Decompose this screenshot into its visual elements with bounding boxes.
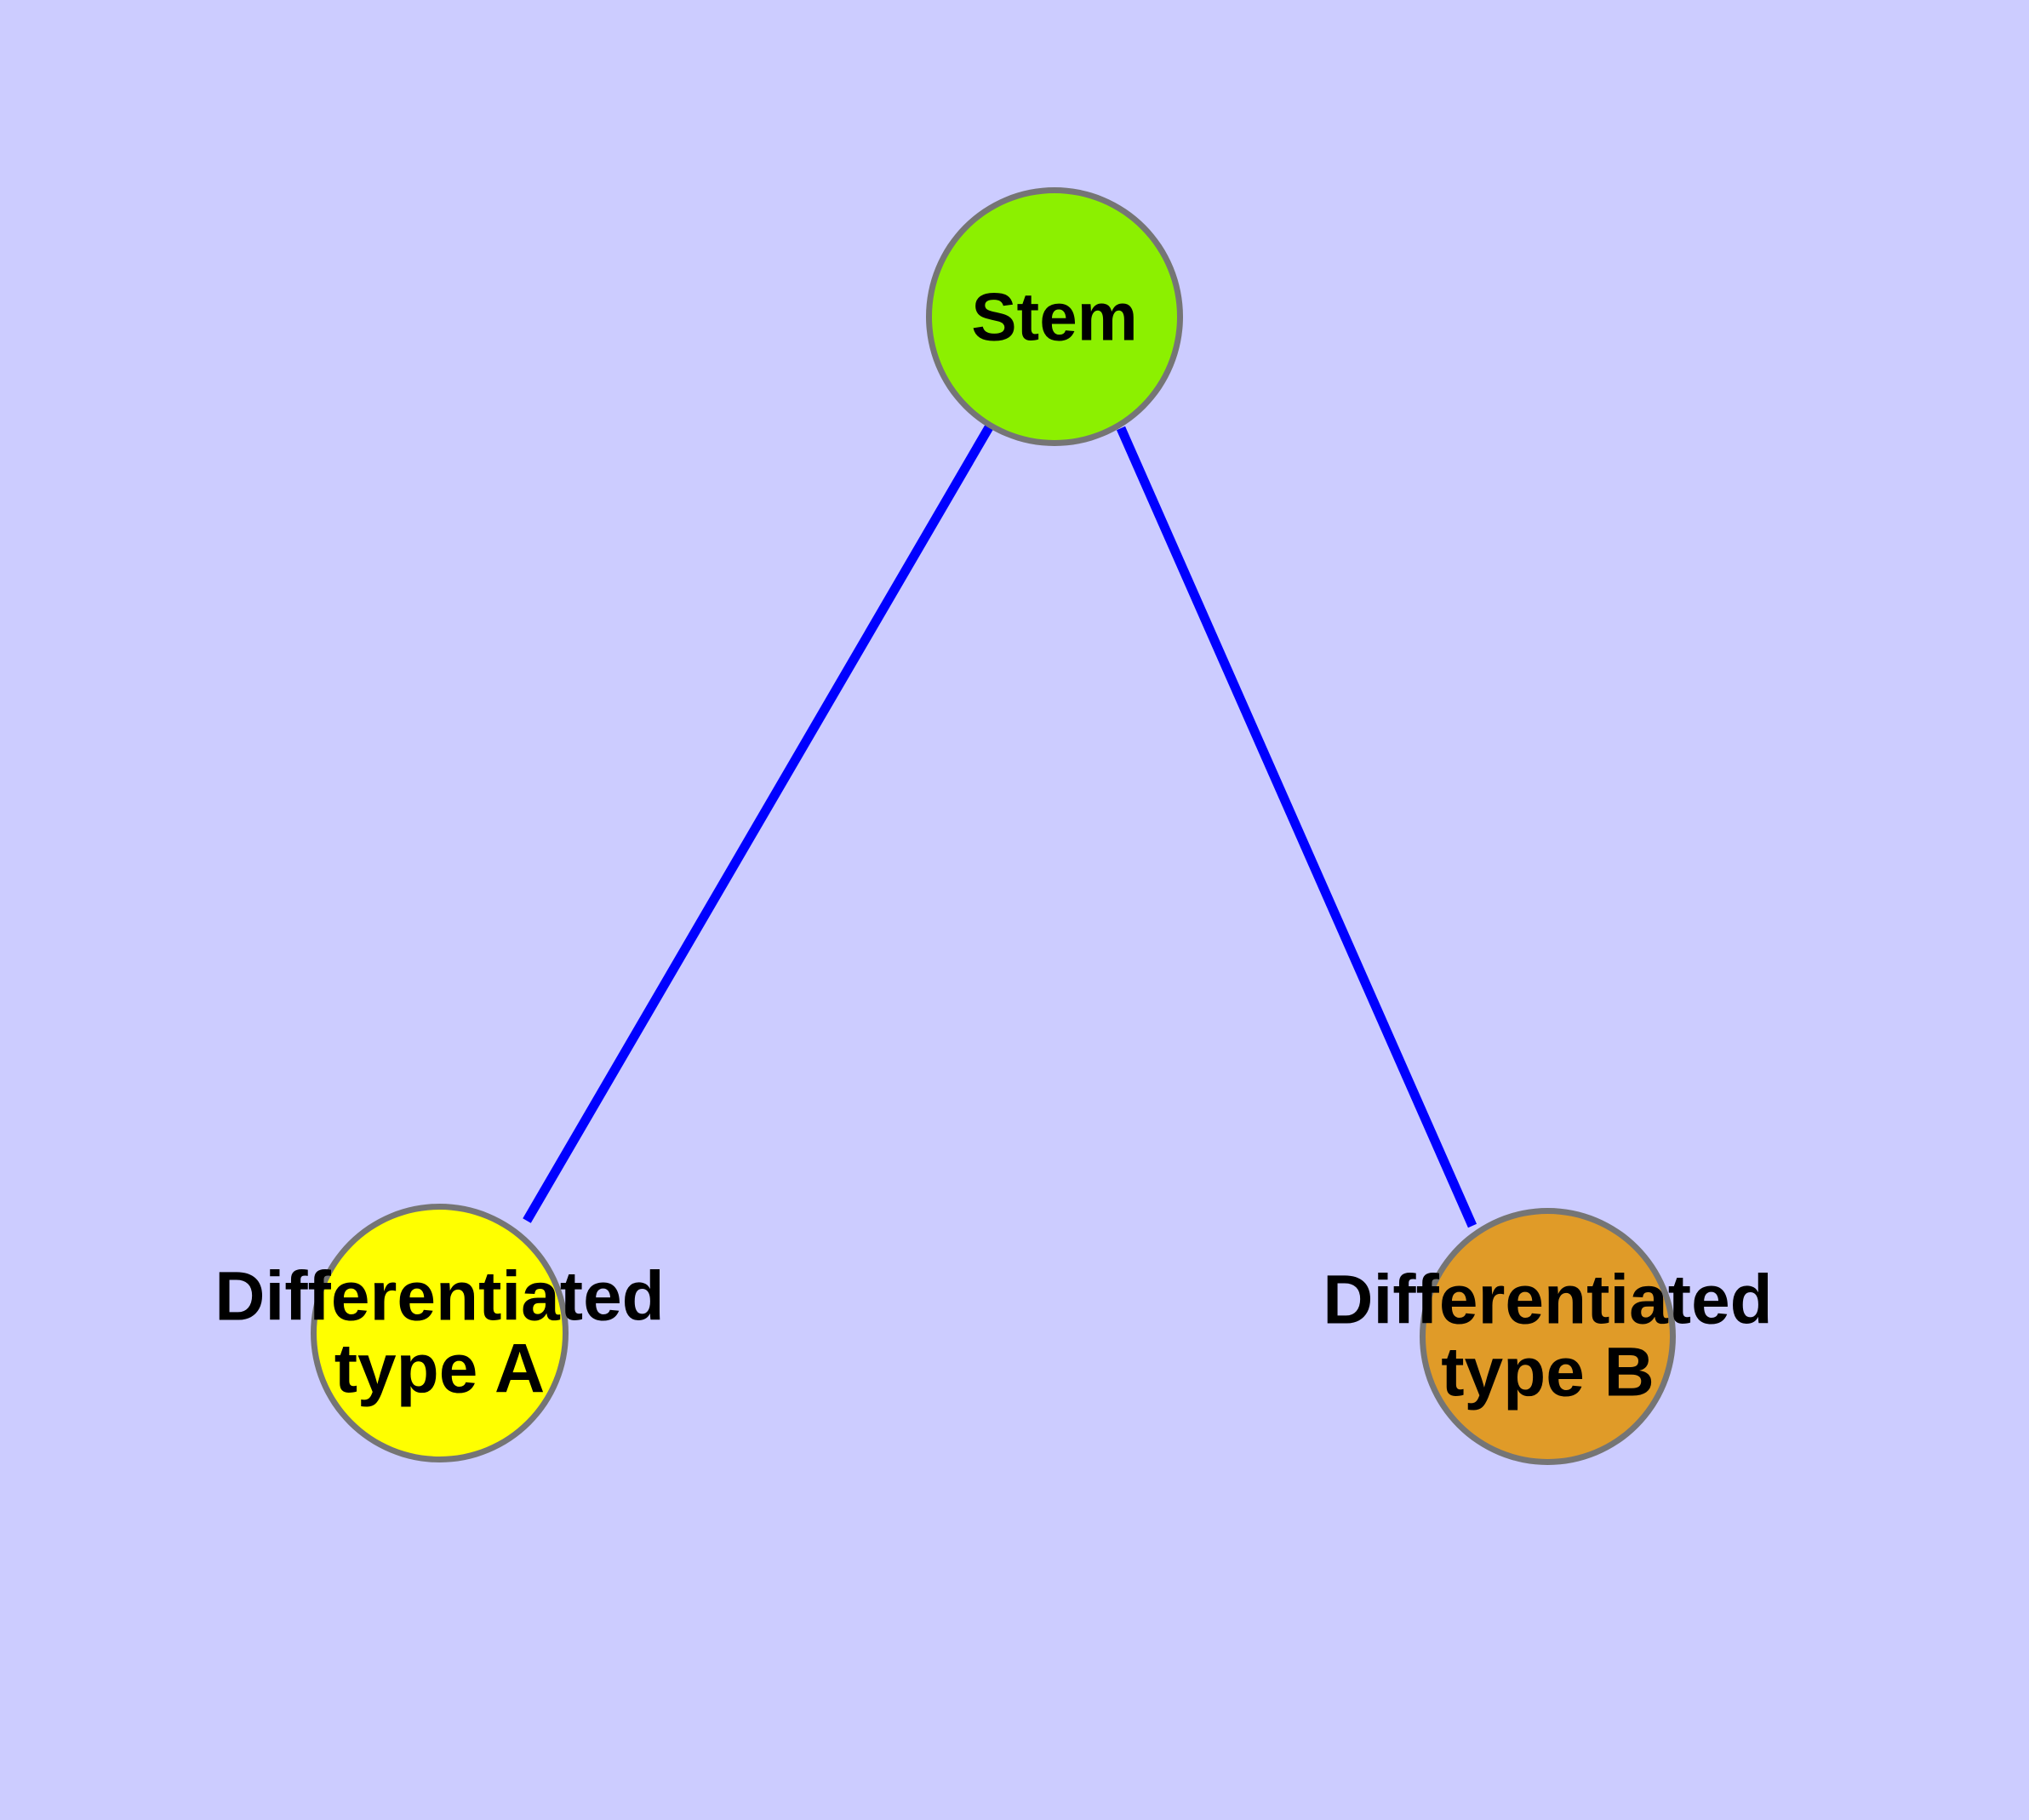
- node-differentiated-type-a[interactable]: Differentiated type A: [214, 1204, 665, 1462]
- edge-stem-to-differentiated-type-a: [523, 425, 993, 1223]
- node-differentiated-type-b[interactable]: Differentiated type B: [1323, 1208, 1773, 1465]
- node-stem-label: Stem: [971, 278, 1138, 355]
- node-stem[interactable]: Stem: [926, 187, 1183, 446]
- node-diff-a-label-line2: type A: [334, 1331, 546, 1408]
- edge-stem-to-differentiated-type-b: [1116, 426, 1477, 1228]
- node-diff-b-label-line2: type B: [1441, 1334, 1655, 1411]
